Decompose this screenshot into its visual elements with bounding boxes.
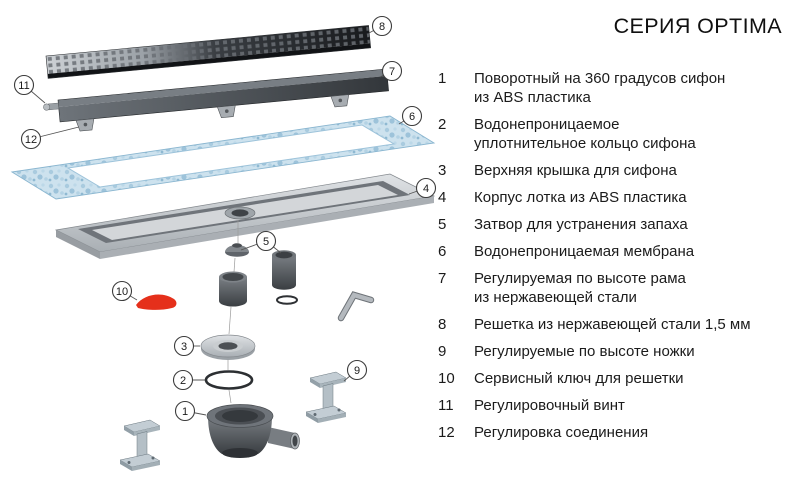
callout-number: 6	[409, 111, 415, 123]
siphon-body	[206, 404, 300, 458]
part-number: 8	[438, 316, 447, 333]
callout-8	[371, 15, 393, 37]
callout-number: 2	[180, 375, 186, 387]
part-label: Корпус лотка из ABS пластика	[474, 189, 687, 206]
exploded-diagram: 8 7 11 12 6 4 5 10 3 2 9 1	[10, 15, 437, 472]
part-number: 7	[438, 270, 447, 287]
callout-number: 9	[354, 365, 360, 377]
siphon-top-cover	[200, 334, 256, 360]
callout-4	[415, 177, 437, 199]
callout-number: 4	[423, 183, 429, 195]
part-number: 2	[438, 116, 447, 133]
callout-number: 7	[389, 66, 395, 78]
part-row: 4 Корпус лотка из ABS пластика	[438, 188, 790, 207]
part-row: 7 Регулируемая по высоте рама из нержаве…	[438, 269, 790, 307]
part-label: Сервисный ключ для решетки	[474, 370, 684, 387]
callout-1	[174, 400, 196, 422]
callout-number: 1	[182, 406, 188, 418]
service-key	[136, 294, 177, 310]
part-row: 3 Верхняя крышка для сифона	[438, 161, 790, 180]
part-label: Водонепроницаемое уплотнительное кольцо …	[474, 116, 696, 152]
part-row: 11 Регулировочный винт	[438, 396, 790, 415]
callout-number: 10	[116, 286, 128, 298]
callout-2	[172, 369, 194, 391]
callout-3	[173, 335, 195, 357]
part-number: 10	[438, 370, 455, 387]
height-adjustable-frame	[43, 68, 389, 132]
part-row: 8 Решетка из нержавеющей стали 1,5 мм	[438, 315, 790, 334]
part-row: 5 Затвор для устранения запаха	[438, 215, 790, 234]
callout-number: 3	[181, 341, 187, 353]
part-label: Регулировочный винт	[474, 397, 625, 414]
callout-number: 5	[263, 236, 269, 248]
part-row: 1 Поворотный на 360 градусов сифон из AB…	[438, 69, 790, 107]
part-label: Решетка из нержавеющей стали 1,5 мм	[474, 316, 751, 333]
part-number: 9	[438, 343, 447, 360]
callout-10	[111, 280, 133, 302]
adjustable-foot-left	[119, 419, 161, 472]
odor-trap-parts	[219, 243, 298, 307]
part-row: 2 Водонепроницаемое уплотнительное кольц…	[438, 115, 790, 153]
adjusting-screw	[43, 102, 60, 111]
part-number: 6	[438, 243, 447, 260]
part-label: Верхняя крышка для сифона	[474, 162, 677, 179]
sealing-ring	[204, 370, 254, 390]
callout-number: 12	[25, 134, 37, 146]
grate	[45, 25, 372, 79]
part-label: Водонепроницаемая мембрана	[474, 243, 695, 260]
part-number: 12	[438, 424, 455, 441]
part-row: 12 Регулировка соединения	[438, 423, 790, 442]
part-label: Регулируемая по высоте рама из нержавеющ…	[474, 270, 686, 306]
adjustable-foot-right	[305, 371, 347, 424]
part-number: 3	[438, 162, 447, 179]
waterproof-membrane	[10, 115, 436, 200]
part-number: 4	[438, 189, 447, 206]
hex-key-icon	[337, 291, 375, 322]
callout-12	[20, 128, 42, 150]
part-row: 10 Сервисный ключ для решетки	[438, 369, 790, 388]
part-row: 9 Регулируемые по высоте ножки	[438, 342, 790, 361]
part-label: Регулируемые по высоте ножки	[474, 343, 695, 360]
series-title: СЕРИЯ OPTIMA	[613, 14, 782, 38]
callout-7	[381, 60, 403, 82]
callout-number: 8	[379, 21, 385, 33]
callout-6	[401, 105, 423, 127]
parts-panel: СЕРИЯ OPTIMA 1 Поворотный на 360 градусо…	[438, 14, 790, 450]
parts-list: 1 Поворотный на 360 градусов сифон из AB…	[438, 69, 790, 442]
callout-9	[346, 359, 368, 381]
part-row: 6 Водонепроницаемая мембрана	[438, 242, 790, 261]
callout-5	[255, 230, 277, 252]
part-label: Регулировка соединения	[474, 424, 649, 441]
callout-number: 11	[18, 80, 29, 92]
callout-11	[13, 74, 35, 96]
part-number: 11	[438, 397, 454, 414]
part-label: Поворотный на 360 градусов сифон из ABS …	[474, 70, 726, 106]
channel-body	[54, 173, 436, 259]
part-number: 5	[438, 216, 447, 233]
part-label: Затвор для устранения запаха	[474, 216, 688, 233]
callout-layer: 8 7 11 12 6 4 5 10 3 2 9 1	[13, 15, 437, 422]
part-number: 1	[438, 70, 447, 87]
